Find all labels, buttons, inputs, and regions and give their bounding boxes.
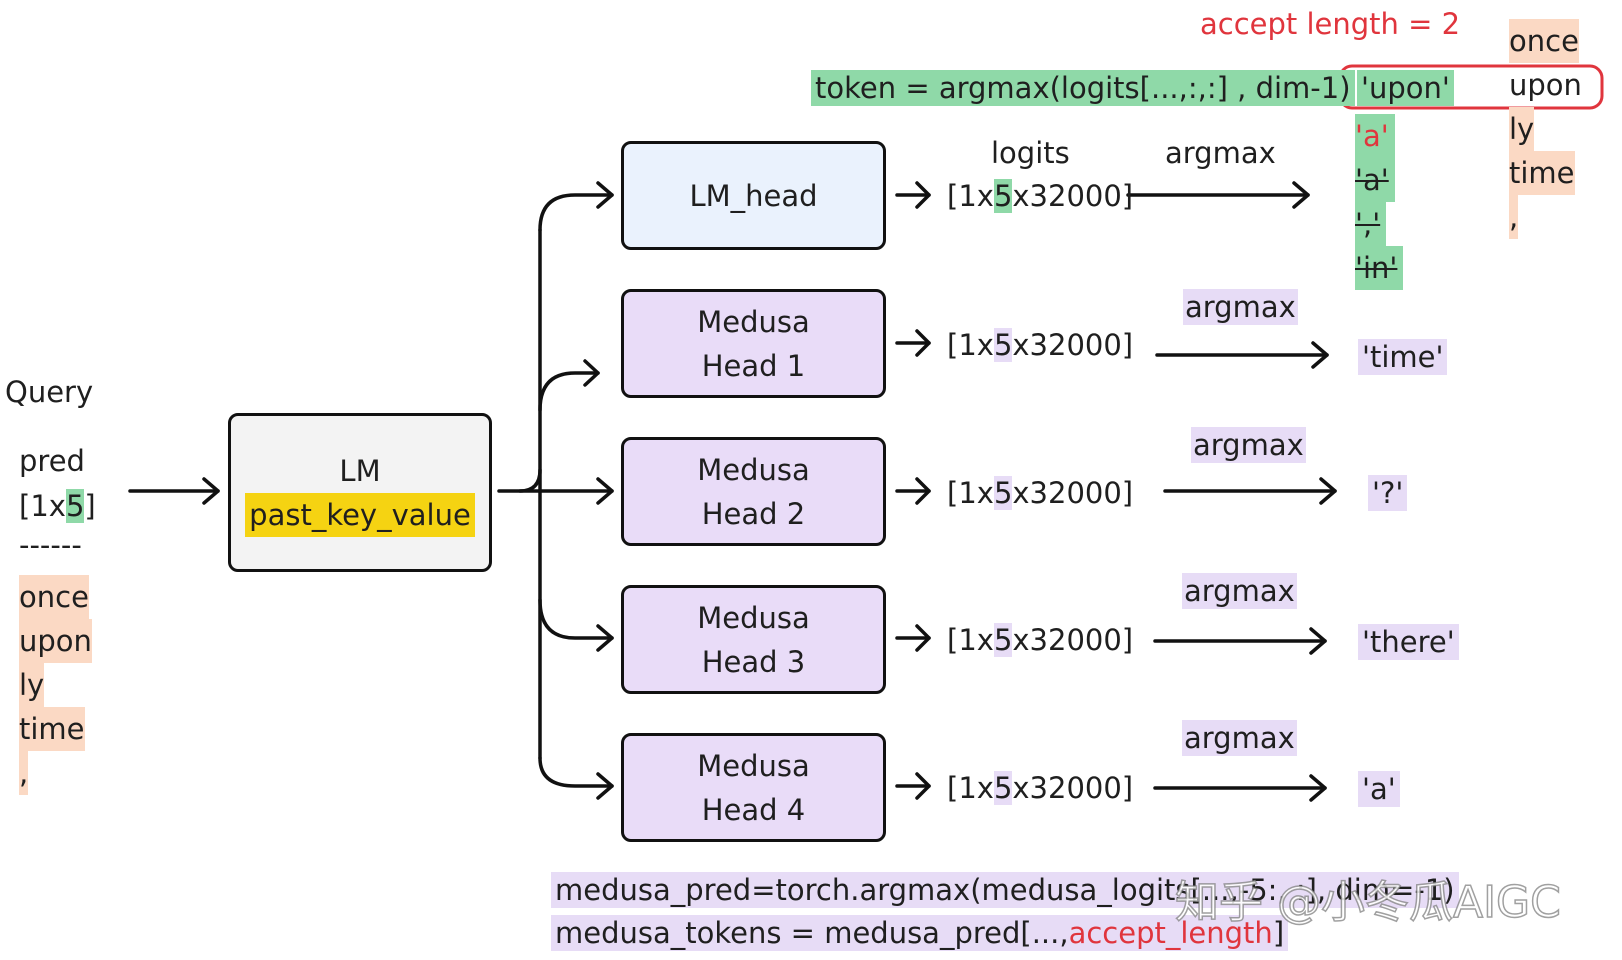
medusa-head-line1: Medusa (697, 748, 810, 783)
lm-title: LM (339, 453, 381, 488)
shape-suffix: x32000] (1012, 771, 1134, 805)
logits-shape-2: [1x5x32000] (947, 475, 1133, 511)
shape-suffix: x32000] (1012, 328, 1134, 362)
logits-shape-1: [1x5x32000] (947, 327, 1133, 363)
medusa-head-line1: Medusa (697, 452, 810, 487)
output-token-list: once upon ly time , (1509, 19, 1582, 239)
lm-head-token: ',' (1355, 202, 1387, 246)
output-token: upon (1509, 68, 1582, 102)
argmax-label-0: argmax (1165, 136, 1276, 170)
query-shape-prefix: [1x (19, 489, 66, 523)
medusa-head-4-box: Medusa Head 4 (621, 733, 886, 842)
query-separator: ------ (19, 528, 82, 562)
lm-head-label: LM_head (689, 178, 818, 213)
shape-suffix: x32000] (1012, 179, 1134, 213)
lm-box: LM past_key_value (228, 413, 492, 572)
logits-shape-4: [1x5x32000] (947, 770, 1133, 806)
medusa-result-2: '?' (1368, 475, 1408, 511)
watermark: 知乎 @小冬瓜AIGC (1174, 876, 1561, 929)
logits-shape-3: [1x5x32000] (947, 622, 1133, 658)
shape-suffix: x32000] (1012, 476, 1134, 510)
query-token-list: once upon ly time , (19, 575, 92, 795)
lm-head-token: 'a' (1355, 114, 1395, 158)
query-token: ly (19, 663, 45, 707)
query-shape-num: 5 (65, 489, 85, 523)
footer-accept-length: accept_length (1068, 916, 1273, 950)
query-shape: [1x5] (19, 488, 96, 524)
medusa-head-line2: Head 2 (701, 496, 806, 531)
logits-label: logits (991, 136, 1070, 170)
shape-prefix: [1x (947, 623, 994, 657)
footer-code-line-2: medusa_tokens = medusa_pred[...,accept_l… (551, 915, 1289, 951)
medusa-head-line2: Head 3 (701, 644, 806, 679)
output-token: ly (1509, 107, 1535, 151)
past-key-value-label: past_key_value (245, 492, 475, 537)
lm-head-token: 'in' (1355, 246, 1404, 290)
shape-prefix: [1x (947, 179, 994, 213)
shape-suffix: x32000] (1012, 623, 1134, 657)
query-token: , (19, 751, 29, 795)
medusa-head-line2: Head 4 (701, 792, 806, 827)
argmax-label-3: argmax (1182, 573, 1297, 609)
footer-line2-suffix: ] (1272, 916, 1285, 950)
shape-prefix: [1x (947, 476, 994, 510)
shape-num: 5 (993, 476, 1013, 510)
medusa-head-3-box: Medusa Head 3 (621, 585, 886, 694)
lm-head-token: 'a' (1355, 158, 1395, 202)
medusa-result-1: 'time' (1358, 339, 1448, 375)
shape-num: 5 (993, 179, 1013, 213)
shape-num: 5 (993, 623, 1013, 657)
medusa-head-line1: Medusa (697, 600, 810, 635)
medusa-head-1-box: Medusa Head 1 (621, 289, 886, 398)
medusa-head-line2: Head 1 (701, 348, 806, 383)
shape-num: 5 (993, 328, 1013, 362)
shape-num: 5 (993, 771, 1013, 805)
medusa-head-line1: Medusa (697, 304, 810, 339)
footer-code-line-1: medusa_pred=torch.argmax(medusa_logits[.… (551, 872, 1459, 908)
logits-shape-0: [1x5x32000] (947, 178, 1133, 214)
query-token: upon (19, 619, 92, 663)
query-token: once (19, 575, 89, 619)
footer-line2-prefix: medusa_tokens = medusa_pred[..., (555, 916, 1069, 950)
output-token: time (1509, 151, 1575, 195)
query-pred-label: pred (19, 444, 85, 478)
medusa-result-4: 'a' (1358, 771, 1400, 807)
argmax-label-2: argmax (1191, 427, 1306, 463)
shape-prefix: [1x (947, 328, 994, 362)
argmax-label-1: argmax (1183, 289, 1298, 325)
accepted-token: 'upon' (1357, 70, 1454, 106)
output-token: , (1509, 195, 1519, 239)
output-token: once (1509, 19, 1579, 63)
argmax-label-4: argmax (1182, 720, 1297, 756)
medusa-head-2-box: Medusa Head 2 (621, 437, 886, 546)
query-token: time (19, 707, 85, 751)
medusa-result-3: 'there' (1358, 624, 1459, 660)
shape-prefix: [1x (947, 771, 994, 805)
token-formula: token = argmax(logits[...,:,:] , dim-1) (811, 70, 1355, 106)
lm-head-box: LM_head (621, 141, 886, 250)
lm-head-token-list: 'a' 'a' ',' 'in' (1355, 114, 1404, 290)
query-label: Query (5, 375, 94, 409)
query-shape-suffix: ] (84, 489, 96, 523)
accept-length-label: accept length = 2 (1200, 7, 1461, 41)
